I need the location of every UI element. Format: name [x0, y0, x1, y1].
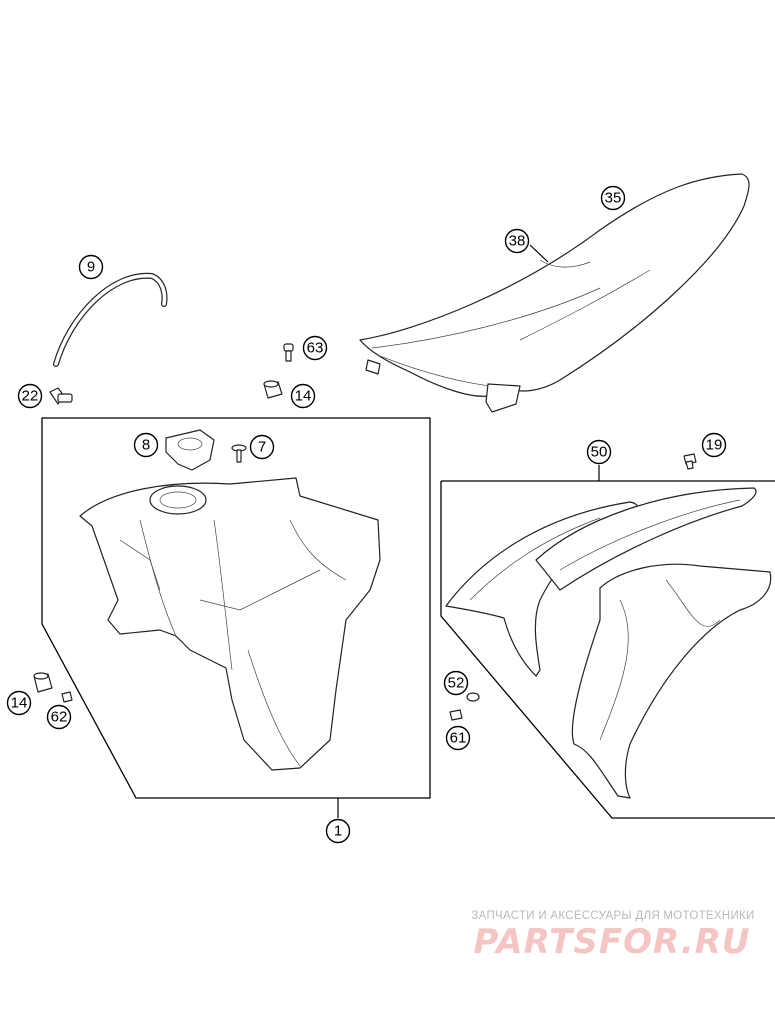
spacer-lower-part [33, 672, 53, 693]
svg-text:52: 52 [448, 675, 465, 692]
callout-61: 61 [445, 725, 471, 751]
callout-1: 1 [325, 818, 351, 844]
svg-text:14: 14 [295, 388, 312, 405]
screw-19-part [683, 453, 697, 470]
svg-text:62: 62 [51, 709, 68, 726]
spacer-upper-part [263, 380, 283, 399]
svg-text:22: 22 [22, 388, 39, 405]
watermark-logo: PARTSFOR.RU [473, 922, 751, 962]
seat-part [359, 173, 750, 413]
callout-14-lower: 14 [6, 690, 32, 716]
callout-50: 50 [586, 439, 612, 465]
screw-63-part [283, 343, 294, 362]
callout-63: 63 [302, 335, 328, 361]
callout-38: 38 [504, 228, 530, 254]
screw-62-part [61, 691, 73, 703]
callout-52: 52 [443, 670, 469, 696]
leader-lines [337, 244, 600, 818]
hose-fitting-part [49, 387, 73, 405]
svg-text:38: 38 [509, 233, 526, 250]
screw-7-part [231, 444, 247, 463]
washer-52-part [466, 692, 480, 702]
svg-text:14: 14 [11, 695, 28, 712]
watermark-tagline: ЗАПЧАСТИ И АКСЕССУАРЫ ДЛЯ МОТОТЕХНИКИ [471, 910, 755, 922]
fuel-tank-part [79, 477, 381, 771]
screw-61-part [449, 709, 463, 721]
shroud-group-frame [440, 480, 775, 819]
shroud-right-part [571, 563, 772, 799]
svg-text:61: 61 [450, 730, 467, 747]
fuel-cap-part [165, 429, 215, 471]
svg-text:19: 19 [706, 437, 723, 454]
svg-text:63: 63 [307, 340, 324, 357]
svg-text:9: 9 [87, 259, 95, 276]
callout-62: 62 [46, 704, 72, 730]
callout-14-upper: 14 [290, 383, 316, 409]
svg-text:7: 7 [258, 439, 266, 456]
callout-19: 19 [701, 432, 727, 458]
svg-text:35: 35 [605, 190, 622, 207]
shroud-left-part [445, 487, 757, 677]
tank-group-frame [41, 417, 431, 799]
callout-8: 8 [133, 432, 159, 458]
callout-22: 22 [17, 383, 43, 409]
svg-text:1: 1 [334, 823, 342, 840]
svg-text:8: 8 [142, 437, 150, 454]
callout-7: 7 [249, 434, 275, 460]
breather-hose-part [53, 272, 168, 367]
callout-9: 9 [78, 254, 104, 280]
callout-35: 35 [600, 185, 626, 211]
svg-text:50: 50 [591, 444, 608, 461]
